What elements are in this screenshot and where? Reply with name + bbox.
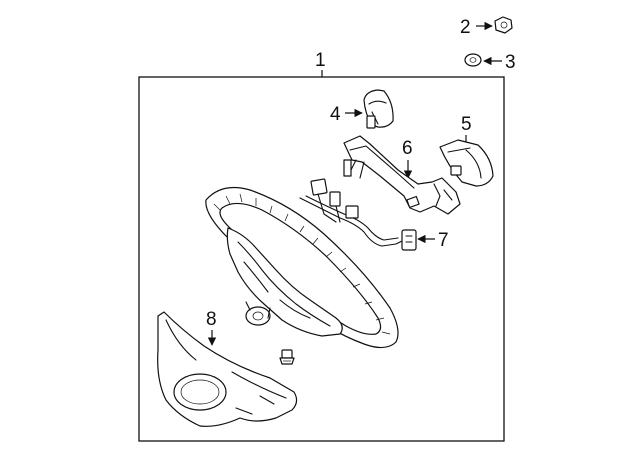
callout-1-label: 1 — [315, 50, 326, 71]
lower-cover-part — [157, 311, 298, 427]
bracket-part — [343, 135, 461, 215]
callout-3[interactable]: 3 — [483, 52, 516, 73]
nut-part — [494, 16, 513, 34]
callout-1[interactable]: 1 — [315, 50, 326, 77]
callout-5-label: 5 — [461, 114, 472, 135]
screw-part — [279, 349, 295, 365]
wiring-harness-part — [299, 178, 417, 251]
steering-wheel-part — [205, 187, 399, 349]
callout-4-label: 4 — [330, 104, 341, 125]
callout-4[interactable]: 4 — [330, 104, 363, 125]
switch-cap-part — [363, 89, 394, 129]
callout-7[interactable]: 7 — [417, 230, 449, 251]
callout-8[interactable]: 8 — [206, 309, 217, 346]
callout-7-label: 7 — [438, 230, 449, 251]
callout-6-label: 6 — [402, 138, 413, 159]
callout-3-label: 3 — [505, 52, 516, 73]
callout-2-label: 2 — [460, 17, 471, 38]
callout-6[interactable]: 6 — [402, 138, 413, 179]
callout-8-label: 8 — [206, 309, 217, 330]
washer-part — [464, 53, 482, 67]
right-switch-part — [439, 139, 494, 187]
callout-2[interactable]: 2 — [460, 17, 493, 38]
